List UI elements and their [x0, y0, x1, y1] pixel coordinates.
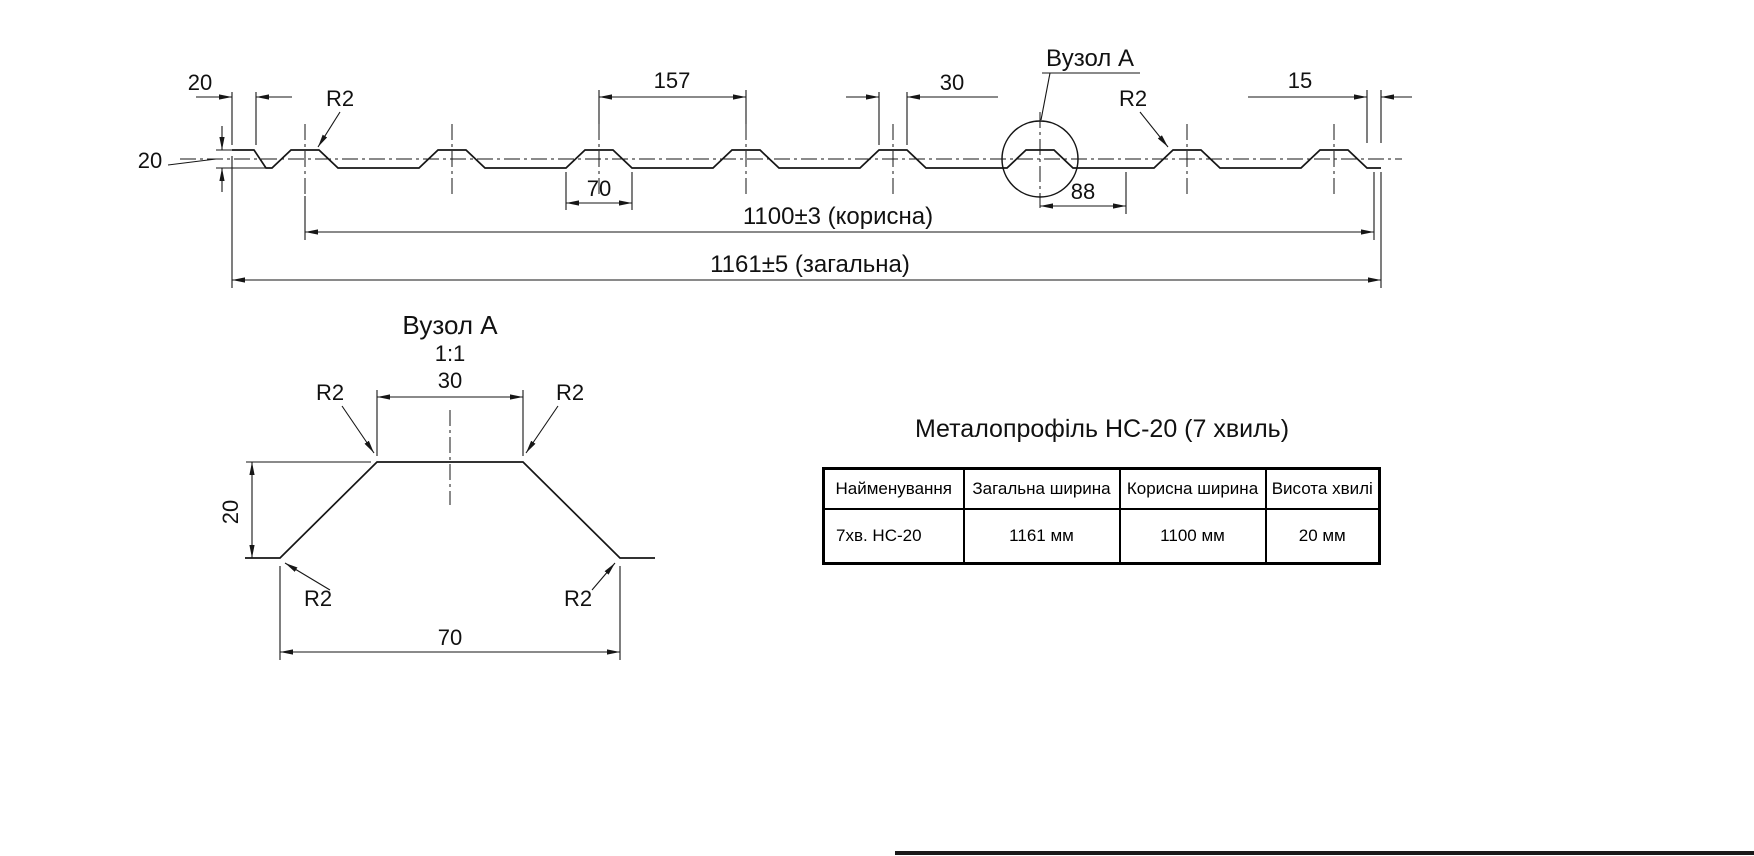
node-a-circle	[1001, 120, 1079, 198]
rib-centerlines	[304, 112, 1335, 208]
detail-r2-bottom-right-label: R2	[564, 586, 592, 611]
spec-table-title: Металопрофіль НС-20 (7 хвиль)	[914, 415, 1290, 443]
detail-dim-height-label: 20	[218, 500, 243, 524]
dim-pitch-label: 157	[654, 68, 691, 93]
detail-dim-bottom-label: 70	[438, 625, 462, 650]
spec-table-block: Металопрофіль НС-20 (7 хвиль) Найменуван…	[822, 415, 1382, 565]
dim-useful-width: 1100±3 (корисна)	[304, 172, 1375, 240]
r2-right-callout: R2	[1119, 86, 1169, 148]
cell-useful-width: 1100 мм	[1118, 508, 1267, 565]
cell-wave-height: 20 мм	[1264, 508, 1381, 565]
detail-r2-bottom-right: R2	[564, 562, 616, 611]
detail-dim-top: 30	[376, 368, 524, 456]
dim-overlap-label: 88	[1071, 179, 1095, 204]
node-a-reference: Вузол А	[1040, 45, 1140, 121]
cell-total-width: 1161 мм	[962, 508, 1121, 565]
spec-table-header-row: Найменування Загальна ширина Корисна шир…	[822, 467, 1381, 510]
dim-left-height: 20	[138, 126, 266, 192]
dim-rib-top-label: 30	[940, 70, 964, 95]
dim-overlap: 88	[1040, 172, 1127, 214]
dim-left-height-label: 20	[138, 148, 162, 173]
profile-section-view: 20 20 R2 157	[138, 45, 1412, 288]
col-header-total-width: Загальна ширина	[962, 467, 1121, 510]
spec-table: Найменування Загальна ширина Корисна шир…	[822, 467, 1381, 565]
detail-r2-top-left-label: R2	[316, 380, 344, 405]
cell-name: 7хв. НС-20	[822, 508, 965, 565]
dim-edge-right: 15	[1248, 68, 1412, 143]
detail-r2-bottom-left: R2	[284, 562, 332, 611]
detail-dim-height: 20	[218, 461, 371, 558]
detail-r2-bottom-left-label: R2	[304, 586, 332, 611]
dim-rib-top: 30	[846, 70, 998, 145]
detail-r2-top-right-label: R2	[556, 380, 584, 405]
node-a-detail-view: Вузол А 1:1 30 R2 R2	[218, 310, 655, 660]
dim-rib-bottom: 70	[565, 172, 633, 210]
r2-left-label: R2	[326, 86, 354, 111]
detail-r2-top-left: R2	[316, 380, 375, 454]
profile-outline	[232, 149, 1381, 169]
detail-dim-bottom: 70	[279, 566, 621, 660]
dim-edge-left-top: 20	[188, 70, 292, 145]
detail-title: Вузол А	[402, 310, 498, 340]
dim-total-width-label: 1161±5 (загальна)	[710, 251, 910, 278]
dim-total-width: 1161±5 (загальна)	[231, 156, 1382, 288]
node-a-ref-label: Вузол А	[1046, 45, 1134, 72]
r2-left-callout: R2	[317, 86, 354, 148]
spec-table-data-row: 7хв. НС-20 1161 мм 1100 мм 20 мм	[822, 508, 1381, 565]
detail-profile-outline	[245, 461, 655, 559]
detail-dim-top-label: 30	[438, 368, 462, 393]
dim-pitch: 157	[598, 68, 747, 124]
scan-artifact-line	[895, 851, 1754, 855]
col-header-wave-height: Висота хвилі	[1264, 467, 1381, 510]
dim-edge-left-top-label: 20	[188, 70, 212, 95]
dim-edge-right-label: 15	[1288, 68, 1312, 93]
detail-r2-top-right: R2	[525, 380, 584, 454]
detail-scale: 1:1	[435, 341, 466, 366]
dim-useful-width-label: 1100±3 (корисна)	[743, 203, 933, 230]
col-header-name: Найменування	[822, 467, 965, 510]
r2-right-label: R2	[1119, 86, 1147, 111]
dim-rib-bottom-label: 70	[587, 176, 611, 201]
col-header-useful-width: Корисна ширина	[1118, 467, 1267, 510]
